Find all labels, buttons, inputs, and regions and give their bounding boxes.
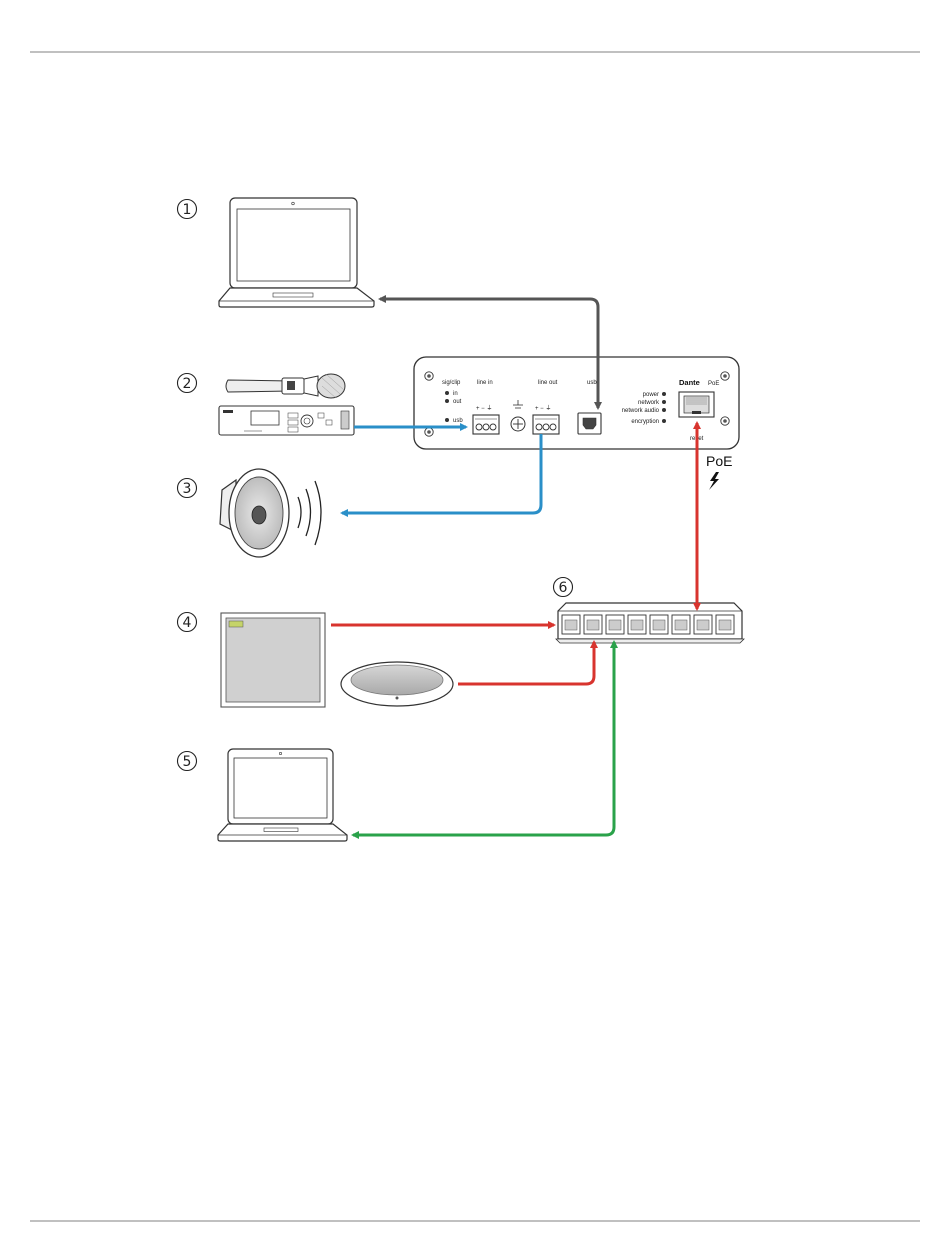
laptop-icon (218, 749, 347, 841)
switch-port[interactable] (672, 615, 690, 634)
callout-4: 4 (178, 613, 197, 632)
table-microphone-icon (341, 662, 453, 706)
svg-text:1: 1 (183, 202, 192, 218)
callout-2: 2 (178, 374, 197, 393)
led-usb-label: usb (453, 418, 463, 424)
svg-text:5: 5 (183, 754, 192, 770)
led-in-label: in (453, 391, 458, 397)
laptop-icon (219, 198, 374, 307)
switch-port[interactable] (650, 615, 668, 634)
line-in-terminal-block[interactable] (473, 415, 499, 434)
dante-logo: Dante (679, 378, 700, 387)
led-network-label: network (638, 400, 660, 406)
screw-icon (721, 417, 729, 425)
switch-port[interactable] (716, 615, 734, 634)
line-in-label: line in (477, 380, 493, 386)
svg-text:4: 4 (183, 615, 192, 631)
dante-poe-label: PoE (708, 381, 719, 387)
switch-port[interactable] (584, 615, 602, 634)
usb-port-label: usb (587, 380, 597, 386)
switch-port[interactable] (562, 615, 580, 634)
led-power-label: power (643, 392, 659, 398)
line-out-polarity: + − ⏚ (535, 405, 551, 412)
led-out-label: out (453, 399, 462, 405)
screw-icon (425, 428, 433, 436)
poe-label: PoE (706, 453, 732, 469)
ceiling-microphone-icon (221, 613, 325, 707)
svg-text:6: 6 (559, 580, 568, 596)
usb-b-port[interactable] (578, 413, 601, 434)
screw-icon (425, 372, 433, 380)
callout-5: 5 (178, 752, 197, 771)
dante-interface-panel: sig/clip in out usb line in + − ⏚ line o… (414, 357, 739, 449)
callout-1: 1 (178, 200, 197, 219)
svg-text:2: 2 (183, 376, 192, 392)
table-mic-network-cable (458, 642, 594, 684)
callout-6: 6 (554, 578, 573, 597)
rj45-port[interactable] (679, 392, 714, 417)
sig-clip-label: sig/clip (442, 380, 461, 386)
switch-port[interactable] (694, 615, 712, 634)
callout-3: 3 (178, 479, 197, 498)
svg-text:3: 3 (183, 481, 192, 497)
led-encryption-label: encryption (631, 419, 659, 425)
wireless-microphone-icon (226, 374, 345, 398)
line-in-polarity: + − ⏚ (476, 405, 492, 412)
screw-icon (721, 372, 729, 380)
led-network-audio-label: network audio (622, 408, 660, 414)
switch-port[interactable] (606, 615, 624, 634)
loudspeaker-icon (220, 469, 321, 557)
line-out-label: line out (538, 380, 558, 386)
line-out-terminal-block[interactable] (533, 415, 559, 434)
receiver-icon (219, 406, 354, 435)
lightning-icon (709, 472, 719, 490)
switch-port[interactable] (628, 615, 646, 634)
